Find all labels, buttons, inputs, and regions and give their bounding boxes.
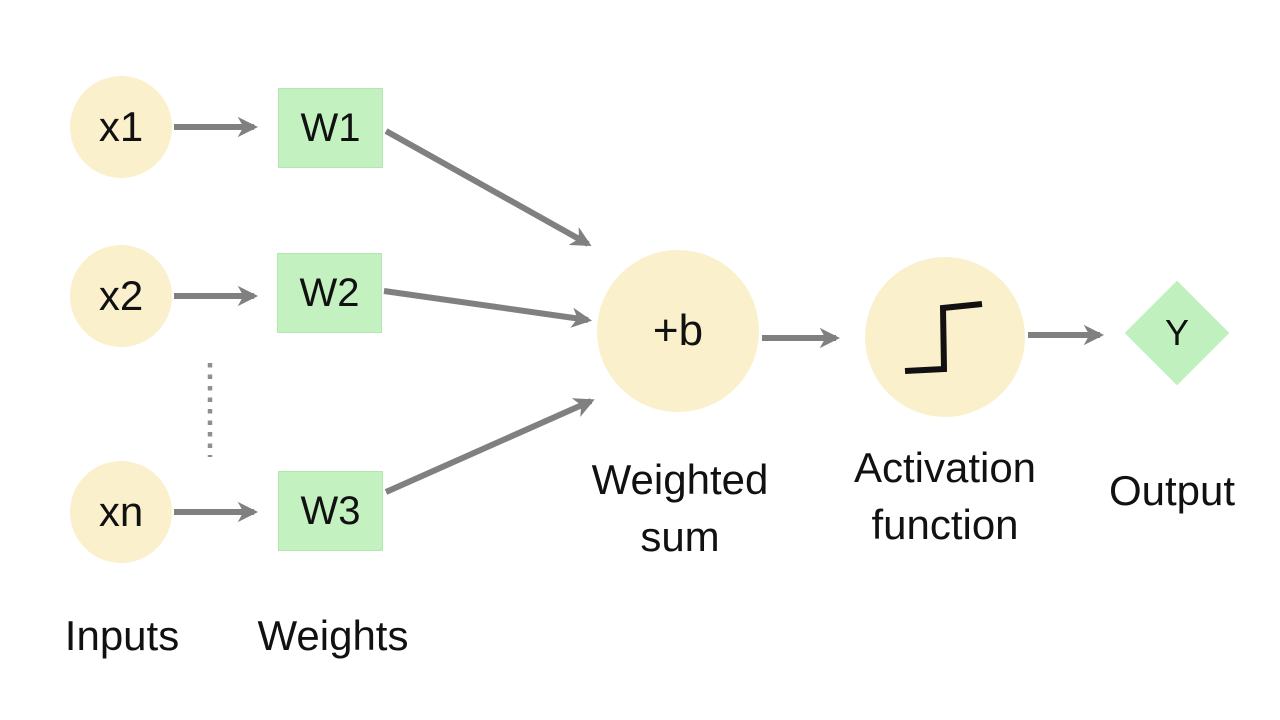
step-function-icon: [904, 301, 983, 374]
weight-node-w2-label: W2: [299, 270, 360, 315]
input-node-xn: xn: [70, 461, 172, 563]
activation-caption-line2: function: [871, 501, 1019, 548]
input-node-x1: x1: [70, 76, 172, 178]
weighted-sum-node: +b: [597, 250, 759, 412]
weighted-sum-caption-line1: Weighted: [591, 456, 769, 503]
activation-caption-line1: Activation: [853, 444, 1037, 491]
output-node-label: Y: [1164, 311, 1190, 353]
weighted-sum-node-label: +b: [652, 306, 704, 355]
input-node-x2: x2: [70, 245, 172, 347]
activation-caption: Activation function: [854, 439, 1036, 553]
weight-node-w3: W3: [278, 471, 383, 551]
activation-function-node: [865, 257, 1025, 417]
input-node-x2-label: x2: [98, 272, 144, 319]
weight-node-w3-label: W3: [300, 488, 361, 533]
weight-node-w1-label: W1: [300, 105, 361, 150]
output-node: Y: [1124, 280, 1230, 386]
input-node-xn-label: xn: [98, 488, 144, 535]
inputs-caption: Inputs: [64, 612, 180, 659]
weight-node-w1: W1: [278, 88, 383, 168]
weight-node-w2: W2: [277, 253, 382, 333]
input-node-x1-label: x1: [98, 103, 144, 150]
weighted-sum-caption-line2: sum: [640, 513, 720, 560]
output-caption: Output: [1108, 467, 1236, 514]
weights-caption: Weights: [257, 612, 409, 659]
weighted-sum-caption: Weighted sum: [592, 451, 769, 565]
